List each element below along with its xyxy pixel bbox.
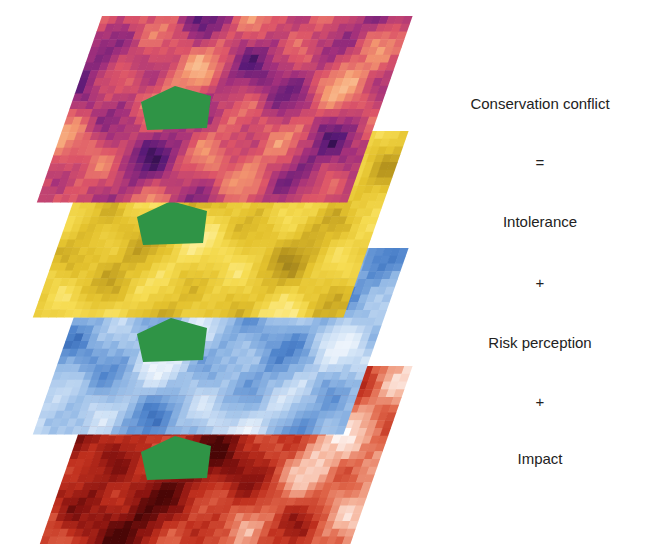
heatmap-cell (373, 318, 384, 326)
heatmap-cell (343, 403, 354, 411)
heatmap-cell (390, 397, 401, 405)
heatmap-cell (354, 372, 365, 380)
heatmap-cell (378, 302, 389, 310)
heatmap-cell (376, 310, 387, 318)
heatmap-cell (346, 395, 357, 403)
heatmap-cell (370, 326, 381, 334)
heatmap-cell (351, 380, 362, 388)
heatmap-cell (350, 513, 361, 521)
heatmap-cell (388, 405, 399, 413)
heatmap-cell (365, 341, 376, 349)
heatmap-cell (372, 451, 383, 459)
heatmap-cell (357, 364, 368, 372)
heatmap-cell (382, 420, 393, 428)
heatmap-cell (397, 131, 408, 139)
heatmap-cell (340, 411, 351, 419)
protected-area (141, 436, 211, 480)
heatmap-cell (366, 467, 377, 475)
heatmap-cell (344, 529, 355, 537)
risk-perception-layer (33, 248, 409, 435)
heatmap-cell (377, 436, 388, 444)
heatmap-cell (362, 349, 373, 357)
intolerance-layer (33, 131, 409, 318)
heatmap-cell (355, 498, 366, 506)
heatmap-cell (353, 506, 364, 514)
heatmap-cell (381, 295, 392, 303)
heatmap-cell (399, 374, 410, 382)
heatmap-cell (358, 490, 369, 498)
heatmap-cell (361, 482, 372, 490)
heatmap-cell (363, 475, 374, 483)
heatmap-cell (396, 382, 407, 390)
heatmap-cell (395, 256, 406, 264)
heatmap-cell (359, 357, 370, 365)
heatmap-cell (389, 271, 400, 279)
heatmap-cell (397, 248, 408, 256)
heatmap-cell (347, 521, 358, 529)
heatmap-cell (368, 333, 379, 341)
heatmap-cell (385, 413, 396, 421)
heatmap-cell (335, 426, 346, 434)
heatmap-cell (395, 139, 406, 147)
heatmap-cell (384, 287, 395, 295)
heatmap-cell (380, 428, 391, 436)
impact-layer (37, 366, 413, 544)
heatmap-cell (393, 389, 404, 397)
heatmap-cell (386, 279, 397, 287)
heatmap-cell (349, 388, 360, 396)
heatmap-cell (369, 459, 380, 467)
heatmap-cell (338, 419, 349, 427)
heatmap-cell (374, 444, 385, 452)
heatmap-cell (401, 366, 412, 374)
heatmap-cell (342, 537, 353, 544)
protected-area (137, 318, 207, 362)
heatmap-cell (392, 264, 403, 272)
